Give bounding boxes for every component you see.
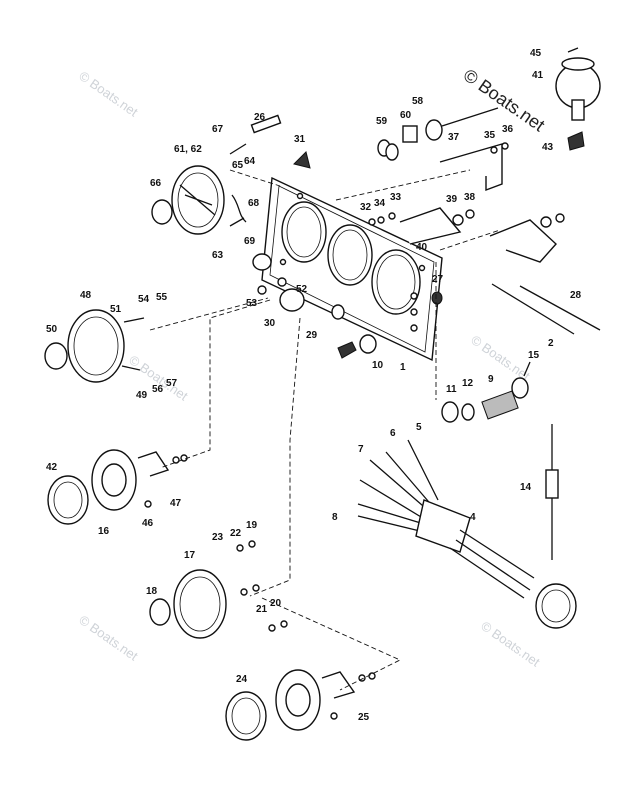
callout-18: 18	[146, 586, 158, 597]
callout-59: 59	[376, 116, 388, 127]
watermark: © Boats.net	[478, 618, 543, 670]
callout-67: 67	[212, 124, 224, 135]
callout-31: 31	[294, 134, 306, 145]
callout-15: 15	[528, 350, 540, 361]
key-switch	[441, 361, 531, 423]
callout-39: 39	[446, 194, 458, 205]
callout-21: 21	[256, 604, 268, 615]
callout-48: 48	[80, 290, 92, 301]
callout-40: 40	[416, 242, 428, 253]
callout-8: 8	[332, 512, 338, 523]
callout-25: 25	[358, 712, 370, 723]
callout-23: 23	[212, 532, 224, 543]
callout-42: 42	[46, 462, 58, 473]
callout-6: 6	[390, 428, 396, 439]
callout-12: 12	[462, 378, 474, 389]
callout-16: 16	[98, 526, 110, 537]
callout-34: 34	[374, 198, 386, 209]
callout-27: 27	[432, 274, 444, 285]
callout-36: 36	[502, 124, 514, 135]
watermark: © Boats.net	[76, 68, 141, 120]
callout-9: 9	[488, 374, 494, 385]
callout-63: 63	[212, 250, 224, 261]
callout-50: 50	[46, 324, 58, 335]
callout-11: 11	[446, 384, 457, 395]
callout-58: 58	[412, 96, 424, 107]
callout-57: 57	[166, 378, 178, 389]
callout-46: 46	[142, 518, 154, 529]
callout-26: 26	[254, 112, 266, 123]
instrument-panel	[261, 176, 443, 362]
callout-66: 66	[150, 178, 162, 189]
callout-4: 4	[470, 512, 476, 523]
callout-labels: 1 2 4 5 6 7 8 9 10 11 12 14 15 16 17 18 …	[46, 48, 582, 723]
callout-56: 56	[152, 384, 164, 395]
callout-20: 20	[270, 598, 282, 609]
middle-hardware	[257, 277, 377, 359]
callout-24: 24	[236, 674, 248, 685]
callout-14: 14	[520, 482, 532, 493]
gauge-48	[44, 309, 145, 383]
assembly-lines	[149, 169, 501, 691]
callout-30: 30	[264, 318, 276, 329]
callout-29: 29	[306, 330, 318, 341]
upper-hardware	[250, 107, 565, 305]
callout-35: 35	[484, 130, 496, 141]
callout-41: 41	[532, 70, 544, 81]
gauge-42	[47, 449, 188, 525]
callout-45: 45	[530, 48, 542, 59]
gauge-top	[151, 143, 247, 235]
callout-49: 49	[136, 390, 148, 401]
callout-32: 32	[360, 202, 372, 213]
callout-68: 68	[248, 198, 260, 209]
callout-65: 65	[232, 160, 244, 171]
gauge-top-right	[555, 47, 601, 151]
callout-1: 1	[400, 362, 406, 373]
callout-37: 37	[448, 132, 460, 143]
callout-60: 60	[400, 110, 412, 121]
callout-17: 17	[184, 550, 196, 561]
callout-61-62: 61, 62	[174, 144, 202, 155]
callout-28: 28	[570, 290, 582, 301]
gauge-24	[225, 669, 376, 741]
wiring-harness	[357, 424, 577, 629]
callout-55: 55	[156, 292, 168, 303]
watermark: © Boats.net	[468, 332, 533, 384]
callout-7: 7	[358, 444, 364, 455]
callout-5: 5	[416, 422, 422, 433]
callout-19: 19	[246, 520, 258, 531]
callout-22: 22	[230, 528, 242, 539]
callout-64: 64	[244, 156, 256, 167]
callout-47: 47	[170, 498, 182, 509]
cables	[491, 283, 601, 335]
callout-54: 54	[138, 294, 150, 305]
callout-2: 2	[548, 338, 554, 349]
callout-52: 52	[296, 284, 308, 295]
callout-43: 43	[542, 142, 554, 153]
callout-10: 10	[372, 360, 384, 371]
callout-33: 33	[390, 192, 402, 203]
gauge-17	[149, 540, 288, 639]
callout-51: 51	[110, 304, 122, 315]
callout-69: 69	[244, 236, 256, 247]
callout-53: 53	[246, 298, 258, 309]
watermark: © Boats.net	[76, 612, 141, 664]
callout-38: 38	[464, 192, 476, 203]
